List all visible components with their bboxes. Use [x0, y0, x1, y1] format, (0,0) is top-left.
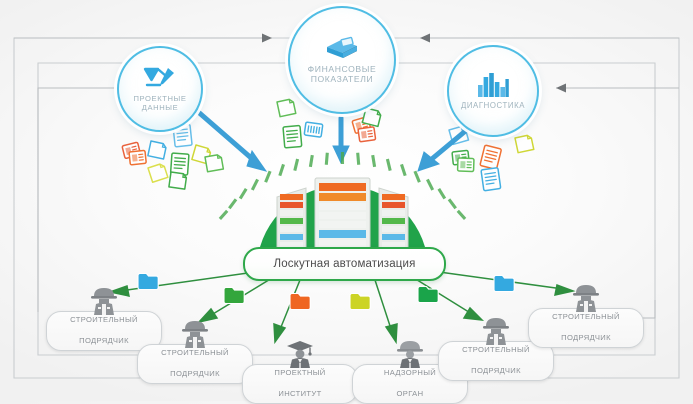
worker-hardhat-icon	[573, 285, 599, 312]
center-label-pill: Лоскутная автоматизация	[243, 247, 446, 281]
inspector-icon	[397, 341, 423, 368]
inbound-arrow-design-data	[193, 107, 268, 172]
graduate-icon	[287, 341, 313, 368]
center-label-text: Лоскутная автоматизация	[273, 258, 416, 270]
source-label-design-data: ПРОЕКТНЫЕ ДАННЫЕ	[133, 93, 187, 112]
worker-hardhat-icon	[182, 321, 208, 348]
source-node-financial[interactable]: ФИНАНСОВЫЕ ПОКАЗАТЕЛИ	[288, 6, 396, 114]
server-tick-ring	[218, 152, 467, 220]
worker-hardhat-icon	[483, 318, 509, 345]
money-stack-icon	[327, 36, 357, 59]
dist-arrow-supervisory	[374, 279, 398, 345]
source-node-diagnostics[interactable]: ДИАГНОСТИКА	[447, 45, 539, 137]
source-node-design-data[interactable]: ПРОЕКТНЫЕ ДАННЫЕ	[117, 46, 203, 132]
dist-arrow-contractor-3	[413, 277, 485, 321]
worker-hardhat-icon	[91, 288, 117, 315]
source-label-diagnostics: ДИАГНОСТИКА	[460, 101, 526, 111]
feeder-line-left	[37, 87, 128, 312]
distribution-arrows	[107, 270, 576, 345]
bar-chart-icon	[478, 73, 509, 98]
drafting-pen-icon	[143, 67, 174, 86]
source-label-financial: ФИНАНСОВЫЕ ПОКАЗАТЕЛИ	[307, 64, 377, 84]
